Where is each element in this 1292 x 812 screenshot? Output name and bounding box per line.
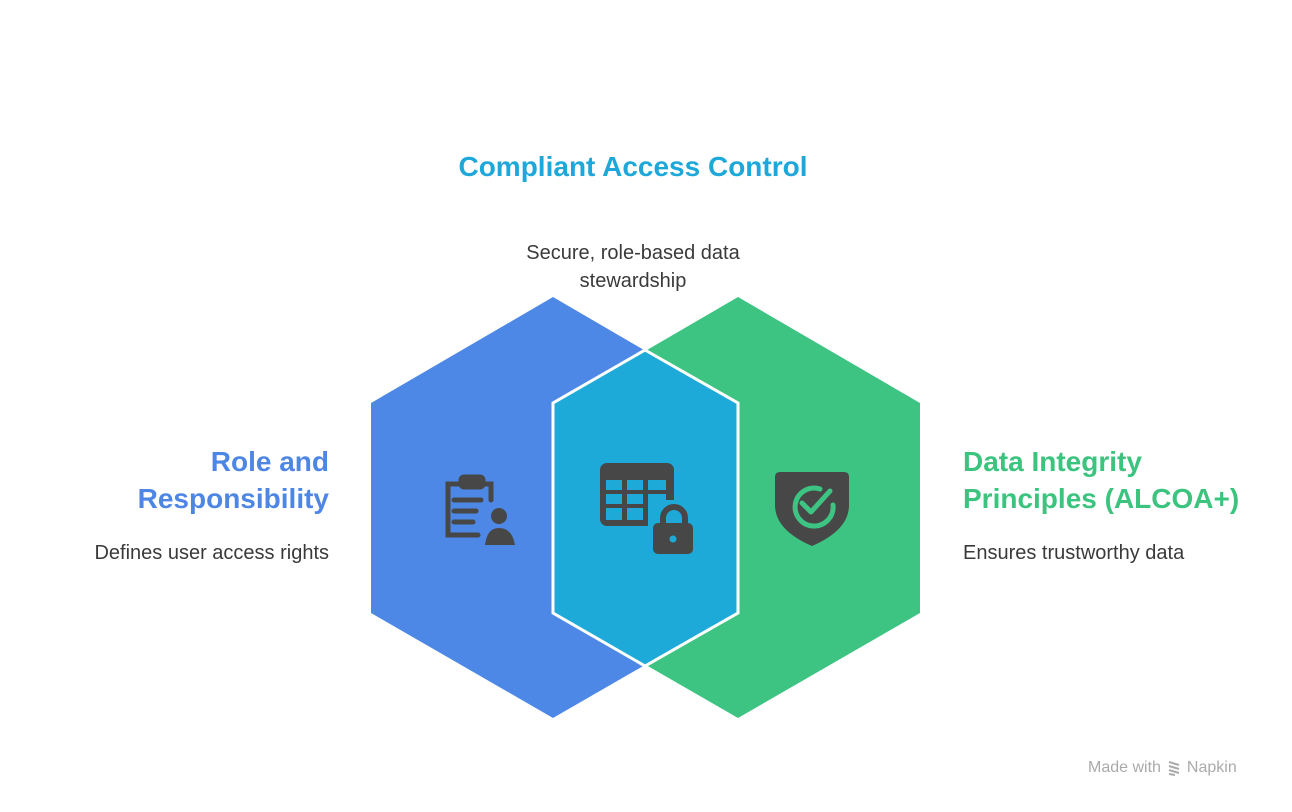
right-description: Ensures trustworthy data [963, 542, 1185, 564]
napkin-logo-icon [1168, 761, 1180, 776]
left-title: Role and Responsibility [137, 446, 329, 514]
right-title: Data Integrity Principles (ALCOA+) [963, 446, 1240, 514]
made-with-napkin: Made with Napkin [1088, 759, 1237, 777]
clipboard-user-icon [445, 474, 515, 545]
brand-label: Napkin [1186, 759, 1237, 776]
center-title: Compliant Access Control [458, 151, 808, 182]
center-description: Secure, role-based data stewardship [526, 242, 740, 292]
left-description: Defines user access rights [94, 542, 329, 564]
made-with-label: Made with [1088, 759, 1161, 776]
table-lock-icon [600, 463, 693, 554]
shield-check-icon [775, 472, 849, 546]
